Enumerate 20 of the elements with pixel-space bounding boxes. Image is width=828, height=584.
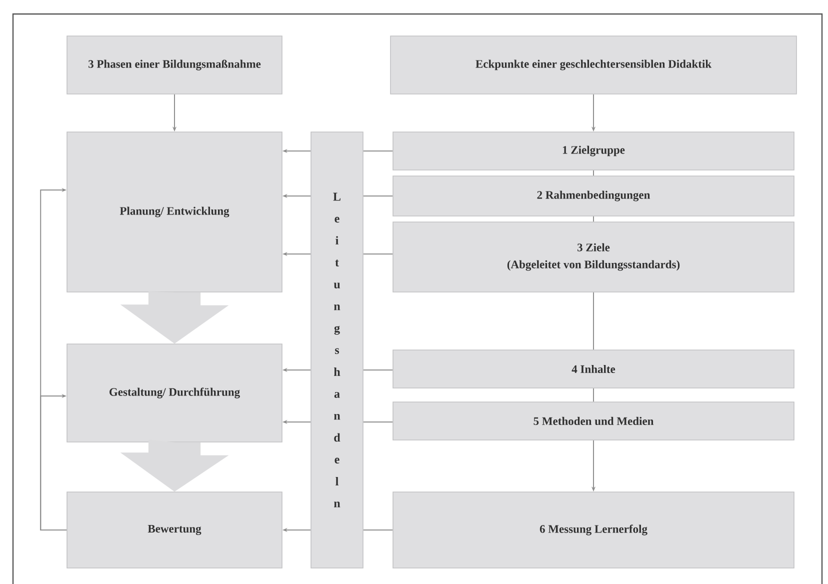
connector-line: [593, 292, 594, 350]
connector-line: [593, 170, 594, 176]
process-box: Planung/ Entwicklung: [66, 132, 282, 292]
vertical-band: Leitungshandeln: [310, 132, 364, 568]
process-box: 5 Methoden und Medien: [392, 402, 794, 440]
process-box: 3 Ziele (Abgeleitet von Bildungsstandards): [392, 222, 794, 292]
connector-line: [593, 388, 594, 402]
block-arrow: [120, 292, 229, 344]
connector-line: [362, 150, 394, 152]
connector-line: [593, 216, 594, 222]
heading-box: 3 Phasen einer Bildungsmaßnahme: [66, 36, 282, 94]
process-box: Gestaltung/ Durchführung: [66, 344, 282, 442]
process-box: 1 Zielgruppe: [392, 132, 794, 170]
heading-box: Eckpunkte einer geschlechtersensiblen Didaktik: [390, 36, 797, 94]
process-box: 4 Inhalte: [392, 350, 794, 388]
process-box: 2 Rahmenbedingungen: [392, 176, 794, 216]
arrow: [40, 394, 68, 530]
process-box: Bewertung: [66, 492, 282, 568]
process-box: 6 Messung Lernerfolg: [392, 492, 794, 568]
block-arrow: [120, 440, 229, 492]
